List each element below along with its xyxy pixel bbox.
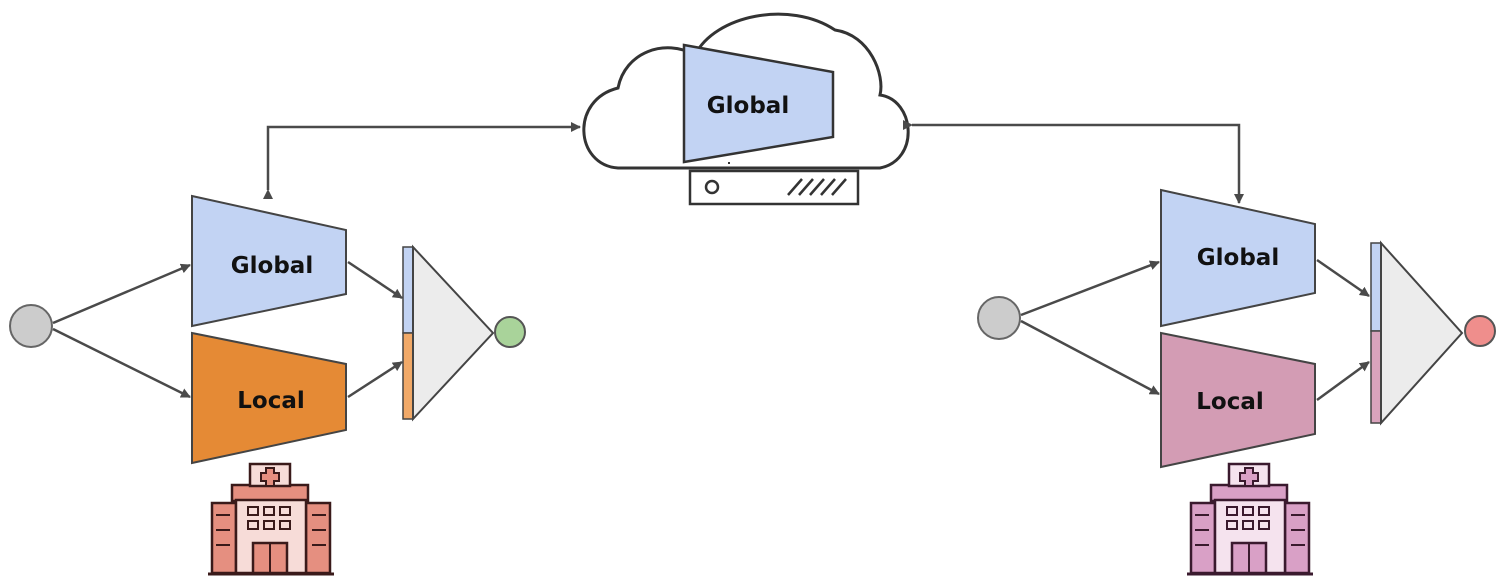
left-global-label: Global [231, 253, 313, 279]
left-output-node [494, 316, 526, 348]
right-local-to-head-arrow [1316, 360, 1370, 402]
left-classifier-head [412, 244, 495, 422]
left-global-to-head-arrow [347, 260, 403, 300]
cloud-global-label: Global [707, 93, 789, 119]
right-sync-arrow [903, 120, 1244, 204]
left-concat-global-part [402, 246, 414, 334]
right-input-node [977, 296, 1021, 340]
left-concat-local-part [402, 332, 414, 420]
right-concat-local-part [1370, 330, 1382, 424]
right-global-label: Global [1197, 245, 1279, 271]
left-local-encoder [191, 331, 347, 465]
right-output-node [1464, 315, 1496, 347]
left-local-label: Local [237, 388, 305, 414]
hospital-icon [208, 462, 334, 576]
server-icon [688, 169, 860, 206]
left-input-to-global-arrow [52, 263, 191, 325]
right-concat-global-part [1370, 242, 1382, 332]
right-local-label: Local [1196, 389, 1264, 415]
right-global-encoder [1160, 188, 1316, 328]
right-local-encoder [1160, 331, 1316, 469]
hospital-icon [1187, 462, 1313, 576]
left-input-to-local-arrow [52, 327, 191, 399]
cloud-global-encoder [682, 43, 835, 164]
left-local-to-head-arrow [347, 360, 403, 399]
right-input-to-local-arrow [1020, 319, 1160, 396]
right-input-to-global-arrow [1020, 260, 1160, 317]
right-global-to-head-arrow [1316, 258, 1370, 298]
left-global-encoder [191, 194, 347, 328]
left-input-node [9, 304, 53, 348]
left-sync-arrow [263, 122, 581, 199]
right-classifier-head [1380, 240, 1464, 426]
